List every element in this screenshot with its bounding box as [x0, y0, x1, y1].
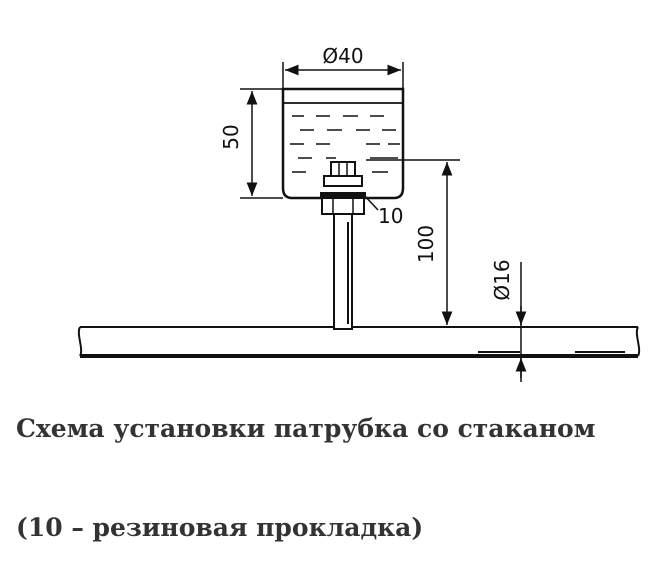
branch-pipe [333, 213, 353, 330]
cup-diameter-label: Ø40 [322, 44, 363, 68]
cup [281, 87, 405, 200]
pipe-diameter-label: Ø16 [490, 259, 514, 300]
caption-title: Схема установки патрубка со стаканом [16, 414, 596, 443]
gasket-number-label: 10 [378, 204, 403, 228]
total-height-label: 100 [414, 225, 438, 263]
main-pipe [77, 326, 641, 358]
nut-assembly [320, 161, 366, 215]
dimension-cup-height: 50 [219, 88, 283, 199]
dimension-pipe-diameter: Ø16 [490, 259, 527, 382]
installation-drawing: 10 Ø40 50 100 Ø16 [77, 44, 641, 382]
liquid-hatching [290, 115, 400, 173]
dimension-total-height: 100 [366, 159, 460, 325]
dimension-cup-diameter: Ø40 [282, 44, 404, 89]
caption-note: (10 – резиновая прокладка) [16, 513, 424, 542]
gasket-callout: 10 [361, 192, 403, 228]
cup-height-label: 50 [219, 124, 243, 149]
